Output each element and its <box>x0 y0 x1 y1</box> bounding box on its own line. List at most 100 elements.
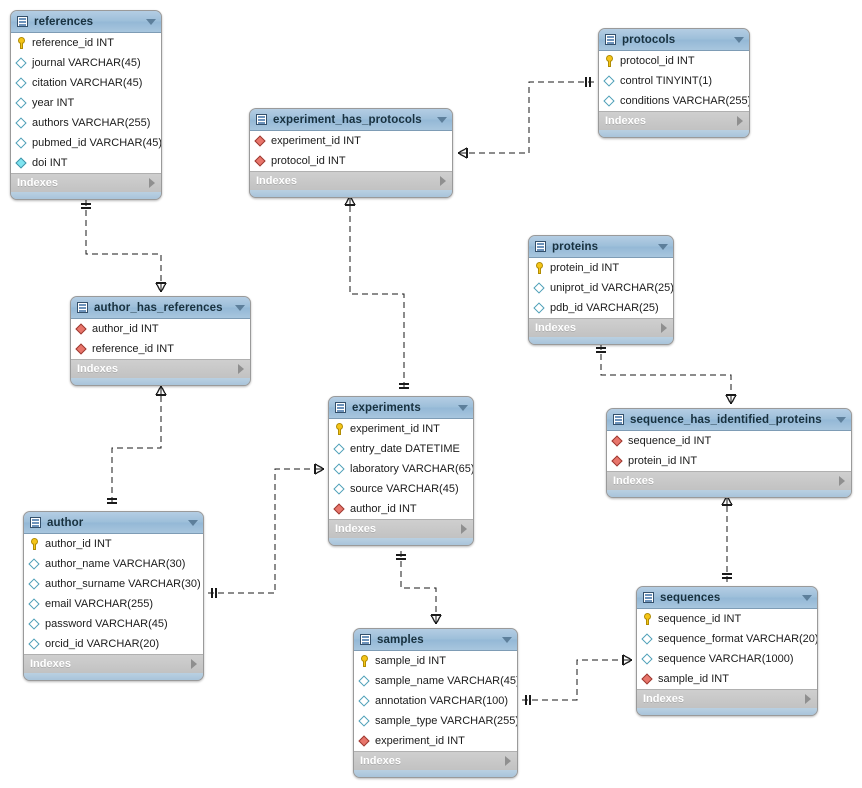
chevron-down-icon[interactable] <box>458 404 468 411</box>
column-row[interactable]: laboratory VARCHAR(65) <box>329 459 473 479</box>
indexes-section[interactable]: Indexes <box>529 319 673 337</box>
relationship-experiments-to-samples[interactable] <box>396 551 442 625</box>
chevron-down-icon[interactable] <box>836 416 846 423</box>
expand-right-icon[interactable] <box>737 116 743 126</box>
expand-right-icon[interactable] <box>505 756 511 766</box>
column-row[interactable]: sample_id INT <box>637 669 817 689</box>
expand-right-icon[interactable] <box>461 524 467 534</box>
expand-right-icon[interactable] <box>661 323 667 333</box>
column-row[interactable]: sequence VARCHAR(1000) <box>637 649 817 669</box>
column-row[interactable]: password VARCHAR(45) <box>24 614 203 634</box>
table-header-sequence_has_identified_proteins[interactable]: sequence_has_identified_proteins <box>607 409 851 431</box>
column-row[interactable]: sequence_id INT <box>607 431 851 451</box>
relationship-author_has_references-to-author[interactable] <box>107 385 167 507</box>
column-row[interactable]: sequence_format VARCHAR(20) <box>637 629 817 649</box>
column-row[interactable]: orcid_id VARCHAR(20) <box>24 634 203 654</box>
column-row[interactable]: author_name VARCHAR(30) <box>24 554 203 574</box>
expand-right-icon[interactable] <box>191 659 197 669</box>
chevron-down-icon[interactable] <box>437 116 447 123</box>
table-header-sequences[interactable]: sequences <box>637 587 817 609</box>
column-row[interactable]: pdb_id VARCHAR(25) <box>529 298 673 318</box>
indexes-section[interactable]: Indexes <box>250 172 452 190</box>
column-row[interactable]: protocol_id INT <box>250 151 452 171</box>
column-row[interactable]: protein_id INT <box>529 258 673 278</box>
column-row[interactable]: entry_date DATETIME <box>329 439 473 459</box>
column-row[interactable]: sample_name VARCHAR(45) <box>354 671 517 691</box>
chevron-down-icon[interactable] <box>235 304 245 311</box>
table-header-proteins[interactable]: proteins <box>529 236 673 258</box>
indexes-section[interactable]: Indexes <box>329 520 473 538</box>
column-row[interactable]: sample_type VARCHAR(255) <box>354 711 517 731</box>
column-row[interactable]: experiment_id INT <box>354 731 517 751</box>
column-row[interactable]: year INT <box>11 93 161 113</box>
column-row[interactable]: experiment_id INT <box>250 131 452 151</box>
chevron-down-icon[interactable] <box>802 594 812 601</box>
expand-right-icon[interactable] <box>238 364 244 374</box>
column-row[interactable]: author_surname VARCHAR(30) <box>24 574 203 594</box>
relationship-experiment_has_protocols-to-experiments[interactable] <box>344 195 409 392</box>
column-row[interactable]: citation VARCHAR(45) <box>11 73 161 93</box>
column-row[interactable]: uniprot_id VARCHAR(25) <box>529 278 673 298</box>
relationship-author-to-experiments[interactable] <box>208 463 325 598</box>
chevron-down-icon[interactable] <box>734 36 744 43</box>
table-header-author[interactable]: author <box>24 512 203 534</box>
relationship-references-to-author_has_references[interactable] <box>81 200 167 293</box>
column-row[interactable]: conditions VARCHAR(255) <box>599 91 749 111</box>
column-row[interactable]: annotation VARCHAR(100) <box>354 691 517 711</box>
table-header-experiment_has_protocols[interactable]: experiment_has_protocols <box>250 109 452 131</box>
table-header-references[interactable]: references <box>11 11 161 33</box>
column-row[interactable]: protocol_id INT <box>599 51 749 71</box>
column-row[interactable]: sequence_id INT <box>637 609 817 629</box>
expand-right-icon[interactable] <box>839 476 845 486</box>
indexes-section[interactable]: Indexes <box>24 655 203 673</box>
column-row[interactable]: journal VARCHAR(45) <box>11 53 161 73</box>
relationship-sequence_has_identified_proteins-to-sequences[interactable] <box>721 495 733 582</box>
column-row[interactable]: experiment_id INT <box>329 419 473 439</box>
chevron-down-icon[interactable] <box>502 636 512 643</box>
chevron-down-icon[interactable] <box>146 18 156 25</box>
column-row[interactable]: author_id INT <box>71 319 250 339</box>
table-header-samples[interactable]: samples <box>354 629 517 651</box>
indexes-section[interactable]: Indexes <box>71 360 250 378</box>
column-row[interactable]: email VARCHAR(255) <box>24 594 203 614</box>
expand-right-icon[interactable] <box>440 176 446 186</box>
column-row[interactable]: control TINYINT(1) <box>599 71 749 91</box>
column-row[interactable]: author_id INT <box>24 534 203 554</box>
column-row[interactable]: authors VARCHAR(255) <box>11 113 161 133</box>
column-row[interactable]: doi INT <box>11 153 161 173</box>
relationship-proteins-to-sequence_has_identified_proteins[interactable] <box>596 344 737 405</box>
column-row[interactable]: pubmed_id VARCHAR(45) <box>11 133 161 153</box>
column-row[interactable]: reference_id INT <box>71 339 250 359</box>
column-row[interactable]: protein_id INT <box>607 451 851 471</box>
column-row[interactable]: reference_id INT <box>11 33 161 53</box>
column-row[interactable]: sample_id INT <box>354 651 517 671</box>
table-footer <box>354 770 517 777</box>
table-header-experiments[interactable]: experiments <box>329 397 473 419</box>
indexes-section[interactable]: Indexes <box>607 472 851 490</box>
relationship-protocols-to-experiment_has_protocols[interactable] <box>457 77 594 159</box>
relationship-samples-to-sequences[interactable] <box>522 654 633 705</box>
table-header-protocols[interactable]: protocols <box>599 29 749 51</box>
indexes-section[interactable]: Indexes <box>599 112 749 130</box>
expand-right-icon[interactable] <box>805 694 811 704</box>
column-row[interactable]: source VARCHAR(45) <box>329 479 473 499</box>
indexes-section[interactable]: Indexes <box>11 174 161 192</box>
expand-right-icon[interactable] <box>149 178 155 188</box>
indexes-section[interactable]: Indexes <box>354 752 517 770</box>
chevron-down-icon[interactable] <box>658 243 668 250</box>
chevron-down-icon[interactable] <box>188 519 198 526</box>
indexes-section[interactable]: Indexes <box>637 690 817 708</box>
table-header-author_has_references[interactable]: author_has_references <box>71 297 250 319</box>
column-row[interactable]: author_id INT <box>329 499 473 519</box>
